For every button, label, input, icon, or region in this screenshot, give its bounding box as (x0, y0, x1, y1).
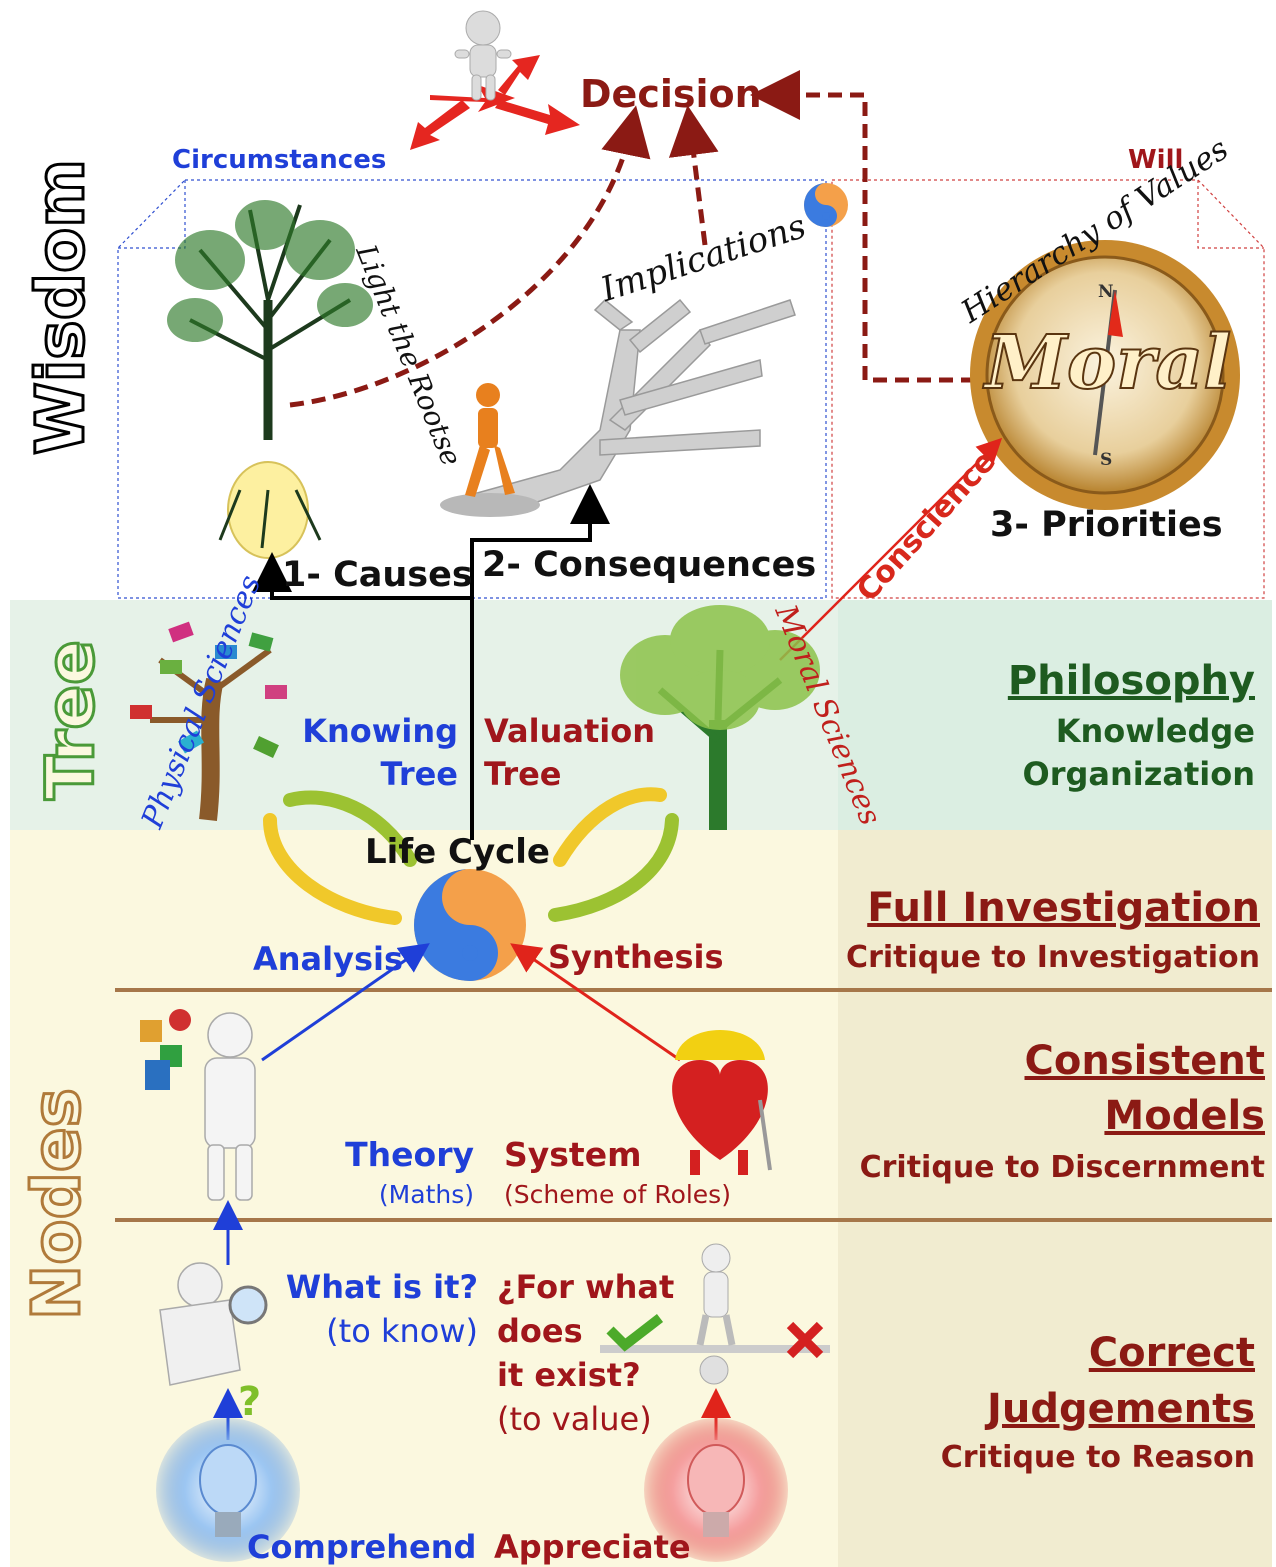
critique-investigation-label: Critique to Investigation (846, 940, 1260, 975)
moral-badge-text: Moral (984, 319, 1232, 407)
valuation-tree-illustration (620, 605, 820, 830)
check-icon (606, 1314, 664, 1352)
to-know-label: (to know) (326, 1312, 478, 1350)
cycle-arrows (263, 787, 679, 925)
right-shade-tree (838, 600, 1272, 830)
full-investigation-title: Full Investigation (867, 885, 1260, 931)
system-label: System (504, 1135, 642, 1174)
decision-figure (454, 10, 512, 101)
valuation-tree-label: Tree (484, 755, 562, 793)
tree-side-label: Tree (31, 639, 111, 802)
it-exist-label: it exist? (497, 1356, 641, 1394)
yin-yang-lifecycle-icon (414, 869, 526, 981)
theory-label: Theory (345, 1135, 474, 1174)
yin-yang-small-icon (804, 183, 848, 227)
cross-icon (786, 1321, 824, 1359)
lifecycle-to-causes-arrow (252, 552, 474, 840)
lifecycle-to-consequences-arrow (470, 484, 610, 598)
compass-north: N (1098, 282, 1114, 302)
theory-to-analysis-arrow (261, 943, 430, 1062)
system-to-synthesis-arrow (510, 943, 681, 1062)
scheme-label: (Scheme of Roles) (504, 1180, 731, 1209)
critique-reason-label: Critique to Reason (940, 1440, 1255, 1475)
correct-title: Correct (1088, 1330, 1255, 1376)
branching-arrows-illustration (468, 298, 796, 516)
decision-label: Decision (580, 72, 762, 116)
balance-figure (600, 1243, 830, 1385)
platform (440, 493, 540, 517)
does-label: does (497, 1312, 583, 1350)
nodes-side-label: Nodes (17, 1087, 97, 1322)
knowing-tree-label: Tree (380, 755, 459, 793)
conscience-arrow (779, 437, 1003, 661)
appreciate-label: Appreciate (494, 1528, 691, 1566)
comprehend-bulb-icon (156, 1418, 300, 1562)
moral-compass-illustration (970, 240, 1240, 510)
judgements-title: Judgements (987, 1386, 1255, 1432)
valuation-label: Valuation (484, 712, 655, 750)
philosophy-line-1: Knowledge (1055, 712, 1255, 750)
compass-south: S (1100, 450, 1113, 470)
question-mark-icon: ? (238, 1379, 261, 1425)
orange-walker-figure (465, 383, 515, 497)
life-cycle-label: Life Cycle (365, 832, 550, 872)
to-value-label: (to value) (497, 1400, 652, 1438)
priorities-label: 3- Priorities (990, 505, 1223, 545)
critique-discernment-label: Critique to Discernment (859, 1150, 1265, 1185)
implications-to-decision-arrow (668, 105, 719, 246)
causes-label: 1- Causes (282, 555, 473, 595)
for-what-label: ¿For what (497, 1268, 675, 1306)
knowing-label: Knowing (302, 712, 458, 750)
consequences-label: 2- Consequences (482, 545, 817, 585)
knowing-tree-illustration (130, 621, 287, 822)
synthesis-label: Synthesis (548, 938, 724, 976)
philosophy-title: Philosophy (1007, 658, 1255, 704)
roots-to-decision-arrow (289, 105, 651, 408)
moral-to-decision-arrow (750, 70, 975, 383)
comprehend-label: Comprehend (247, 1528, 477, 1566)
appreciate-bulb-icon (644, 1418, 788, 1562)
wisdom-side-label: Wisdom (21, 157, 101, 456)
analysis-label: Analysis (253, 940, 404, 978)
what-is-it-label: What is it? (285, 1268, 478, 1306)
math-symbols-illustration (140, 1009, 191, 1090)
right-shade-nodes (838, 830, 1272, 1567)
heart-worker-figure (672, 1030, 772, 1175)
models-title: Models (1104, 1093, 1265, 1139)
roots-tree-illustration (167, 200, 373, 559)
circumstances-label: Circumstances (172, 145, 387, 175)
investigator-figure (159, 1262, 268, 1386)
maths-label: (Maths) (378, 1180, 474, 1209)
philosophy-line-2: Organization (1022, 755, 1255, 793)
consistent-title: Consistent (1024, 1038, 1266, 1084)
scientist-figure (204, 1012, 256, 1201)
will-label: Will (1128, 145, 1184, 175)
